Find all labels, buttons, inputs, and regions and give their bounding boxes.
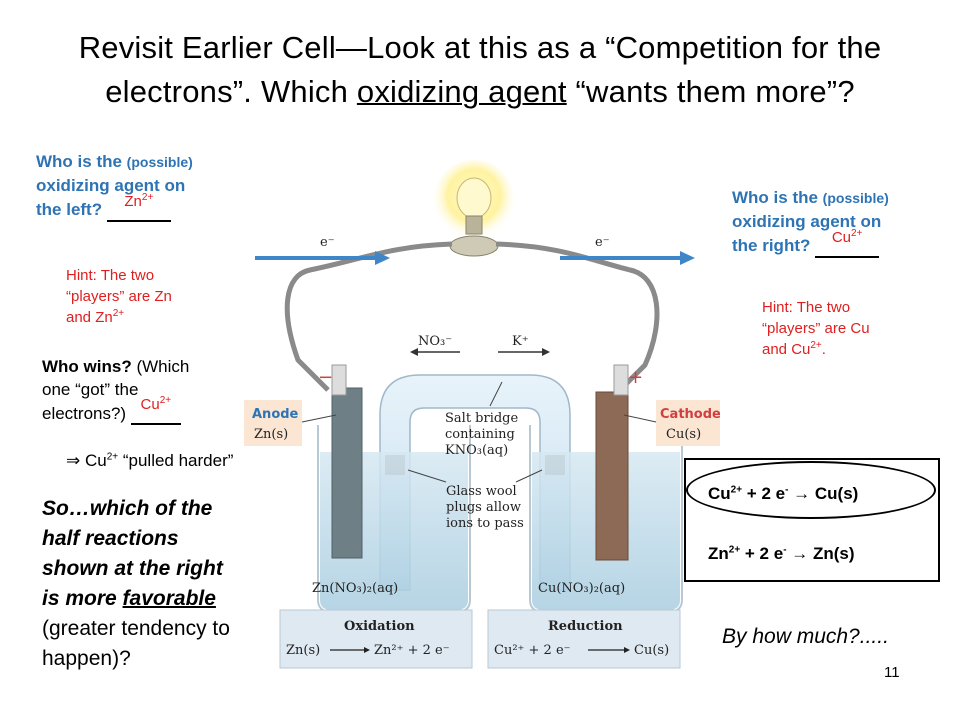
who-wins-question: Who wins? (Which one “got” the electrons…	[42, 357, 190, 425]
salt-bridge-label-3: KNO₃(aq)	[445, 443, 508, 458]
oxidation-title: Oxidation	[344, 619, 415, 634]
right-question: Who is the (possible) oxidizing agent on…	[732, 186, 958, 258]
nitrate-ion-label: NO₃⁻	[418, 334, 452, 349]
light-bulb-icon	[434, 160, 514, 257]
zinc-anode	[331, 387, 363, 559]
reduction-box	[487, 609, 681, 669]
electron-right-label: e⁻	[595, 235, 610, 250]
oxidation-equation-right: Zn²⁺ + 2 e⁻	[374, 643, 450, 658]
reduction-equation-left: Cu²⁺ + 2 e⁻	[494, 643, 571, 658]
oxidation-box	[279, 609, 473, 669]
reduction-title: Reduction	[548, 619, 623, 634]
glass-wool-label-3: ions to pass	[446, 516, 524, 531]
right-wire	[495, 241, 660, 394]
favorable-question: So…which of the half reactions shown at …	[42, 497, 230, 670]
negative-terminal-sign: −	[318, 367, 333, 388]
zn-half-reaction: Zn2+ + 2 e- → Zn(s)	[708, 544, 855, 563]
implies-arrow-icon: ⇒	[66, 451, 81, 470]
circled-cu-reaction	[686, 461, 936, 519]
copper-nitrate-solution-label: Cu(NO₃)₂(aq)	[538, 581, 625, 596]
glass-wool-label-1: Glass wool	[446, 484, 517, 499]
cathode-material-label: Cu(s)	[666, 427, 701, 442]
glass-wool-label-2: plugs allow	[446, 500, 521, 515]
anode-label: Anode	[252, 407, 299, 422]
electron-left-label: e⁻	[320, 235, 335, 250]
pulled-harder-note: ⇒ Cu2+ “pulled harder”	[66, 451, 234, 470]
salt-bridge-label-1: Salt bridge	[445, 411, 519, 426]
left-wire	[284, 241, 453, 392]
anode-label-box	[244, 400, 302, 446]
galvanic-cell-figure: e⁻ e⁻ NO₃⁻ K⁺ − + Anode Zn(s) Cathode Cu…	[244, 160, 720, 669]
by-how-much-text: By how much?.....	[722, 625, 889, 648]
slide-title: Revisit Earlier Cell—Look at this as a “…	[78, 30, 882, 109]
potassium-ion-label: K⁺	[512, 334, 529, 349]
left-question: Who is the (possible) oxidizing agent on…	[36, 150, 276, 222]
oxidation-arrow-icon	[330, 647, 370, 653]
right-hint: Hint: The two “players” are Cu and Cu2+.	[762, 299, 870, 358]
who-wins-answer-blank: Cu2+	[130, 396, 181, 425]
cathode-label: Cathode	[660, 407, 720, 422]
oxidation-equation-left: Zn(s)	[286, 643, 320, 658]
electron-flow-left-arrow-icon	[255, 251, 390, 265]
electron-flow-right-arrow-icon	[560, 251, 695, 265]
anode-material-label: Zn(s)	[254, 427, 288, 442]
cathode-clip	[613, 364, 629, 396]
right-answer-blank: Cu2+	[815, 229, 880, 258]
left-hint: Hint: The two “players” are Zn and Zn2+	[66, 267, 172, 326]
cathode-label-box	[656, 400, 720, 446]
potassium-flow-arrow-icon	[498, 348, 550, 356]
page-number: 11	[884, 664, 900, 681]
reduction-arrow-icon	[588, 647, 630, 653]
positive-terminal-sign: +	[628, 367, 643, 388]
copper-cathode	[595, 391, 629, 561]
nitrate-flow-arrow-icon	[410, 348, 460, 356]
salt-bridge-label-2: containing	[445, 427, 515, 442]
zinc-nitrate-solution-label: Zn(NO₃)₂(aq)	[312, 581, 398, 596]
reduction-equation-right: Cu(s)	[634, 643, 669, 658]
left-answer-blank: Zn2+	[106, 193, 171, 222]
anode-clip	[331, 364, 347, 396]
